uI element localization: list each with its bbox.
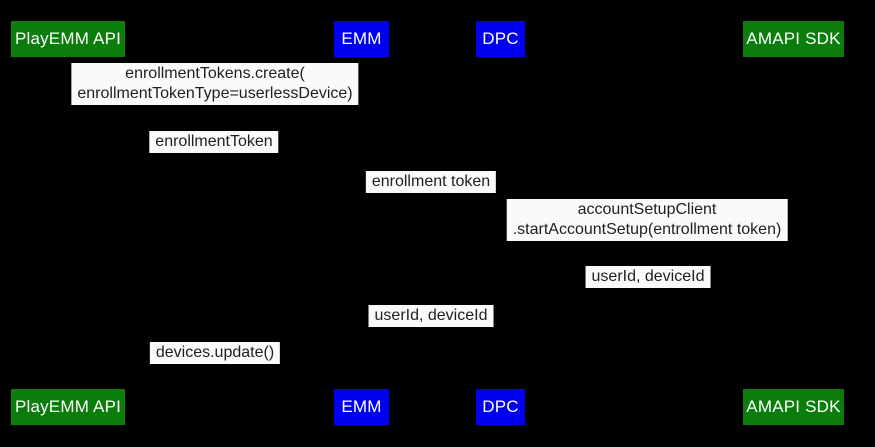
message-line: .startAccountSetup(entrollment token) <box>512 221 782 238</box>
participant-playemm-api-top: PlayEMM API <box>11 21 125 57</box>
participant-label: DPC <box>482 29 519 48</box>
message-enrollment-token-return: enrollmentToken <box>149 131 279 153</box>
participant-label: AMAPI SDK <box>746 397 841 416</box>
participant-label: PlayEMM API <box>14 397 122 416</box>
message-line: enrollmentTokenType=userlessDevice) <box>77 85 353 102</box>
message-devices-update: devices.update() <box>149 342 281 364</box>
participant-amapi-sdk-bottom: AMAPI SDK <box>743 389 844 425</box>
message-userid-deviceid-to-emm: userId, deviceId <box>368 305 494 327</box>
participant-dpc-top: DPC <box>476 21 525 57</box>
participant-label: DPC <box>482 397 519 416</box>
message-start-account-setup: accountSetupClient .startAccountSetup(en… <box>506 199 788 241</box>
participant-label: AMAPI SDK <box>746 29 841 48</box>
message-enrollment-tokens-create: enrollmentTokens.create( enrollmentToken… <box>71 63 359 105</box>
message-enrollment-token-to-dpc: enrollment token <box>365 171 497 193</box>
participant-label: EMM <box>341 29 382 48</box>
message-line: enrollmentToken <box>155 133 273 150</box>
participant-emm-bottom: EMM <box>334 389 389 425</box>
message-line: devices.update() <box>155 344 275 361</box>
message-line: userId, deviceId <box>374 307 488 324</box>
message-line: userId, deviceId <box>591 268 705 285</box>
participant-amapi-sdk-top: AMAPI SDK <box>743 21 844 57</box>
participant-emm-top: EMM <box>334 21 389 57</box>
message-line: enrollment token <box>371 173 491 190</box>
message-line: enrollmentTokens.create( <box>125 65 305 82</box>
message-line: accountSetupClient <box>577 201 717 218</box>
participant-dpc-bottom: DPC <box>476 389 525 425</box>
participant-label: PlayEMM API <box>14 29 122 48</box>
participant-label: EMM <box>341 397 382 416</box>
message-userid-deviceid-to-dpc: userId, deviceId <box>585 266 711 288</box>
participant-playemm-api-bottom: PlayEMM API <box>11 389 125 425</box>
